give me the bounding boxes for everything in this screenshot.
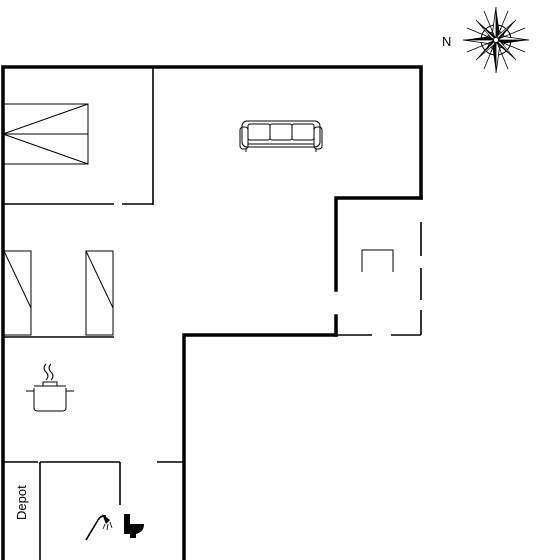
compass-north-label: N <box>442 34 451 49</box>
fireplace-icon <box>361 249 394 272</box>
sofa-icon <box>239 120 323 152</box>
shower-icon <box>85 514 113 541</box>
bed-icon <box>3 250 32 336</box>
toilet-icon <box>124 514 144 538</box>
bed-icon <box>85 250 114 336</box>
interior-walls <box>3 67 184 560</box>
compass-rose-icon <box>462 6 530 74</box>
bed-icon <box>2 103 89 165</box>
outer-walls <box>1 65 423 560</box>
cooking-pot-icon <box>26 363 74 412</box>
depot-label: Depot <box>14 485 29 520</box>
annex-outline <box>338 222 422 336</box>
